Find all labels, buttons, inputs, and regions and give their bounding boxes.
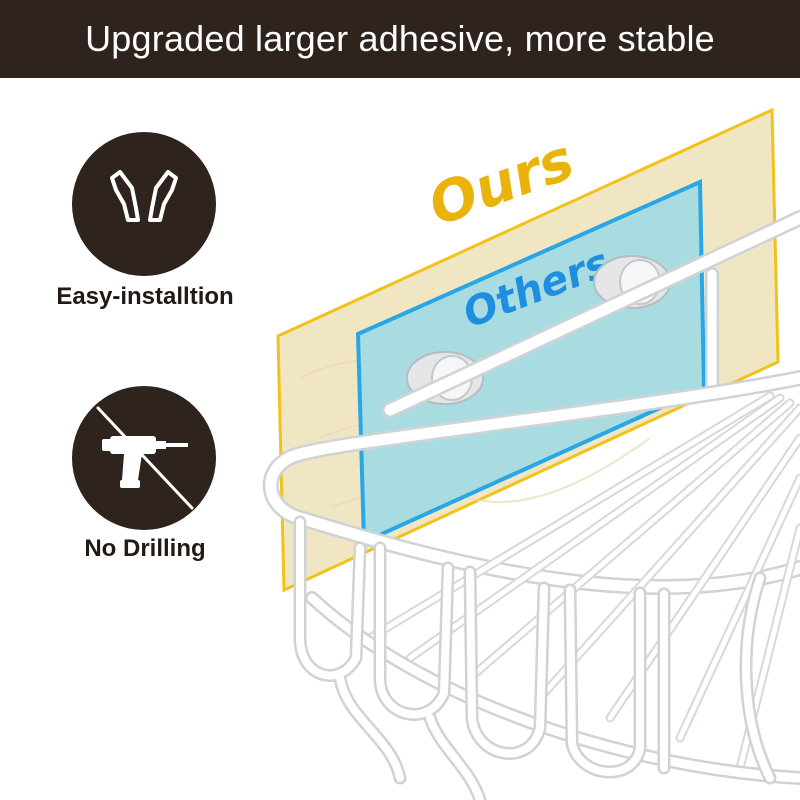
product-illustration: Ours Others (262, 107, 800, 800)
feature-icon-badge (72, 132, 216, 276)
no-drill-icon (96, 406, 194, 510)
feature-label-drill: No Drilling (84, 535, 206, 562)
shower-caddy-rack (262, 210, 800, 800)
header-banner: Upgraded larger adhesive, more stable (0, 0, 800, 78)
feature-label-install: Easy-installtion (56, 283, 234, 310)
feature-icon-badge (72, 386, 216, 530)
page-title: Upgraded larger adhesive, more stable (85, 18, 715, 59)
hook-icon (110, 170, 178, 222)
